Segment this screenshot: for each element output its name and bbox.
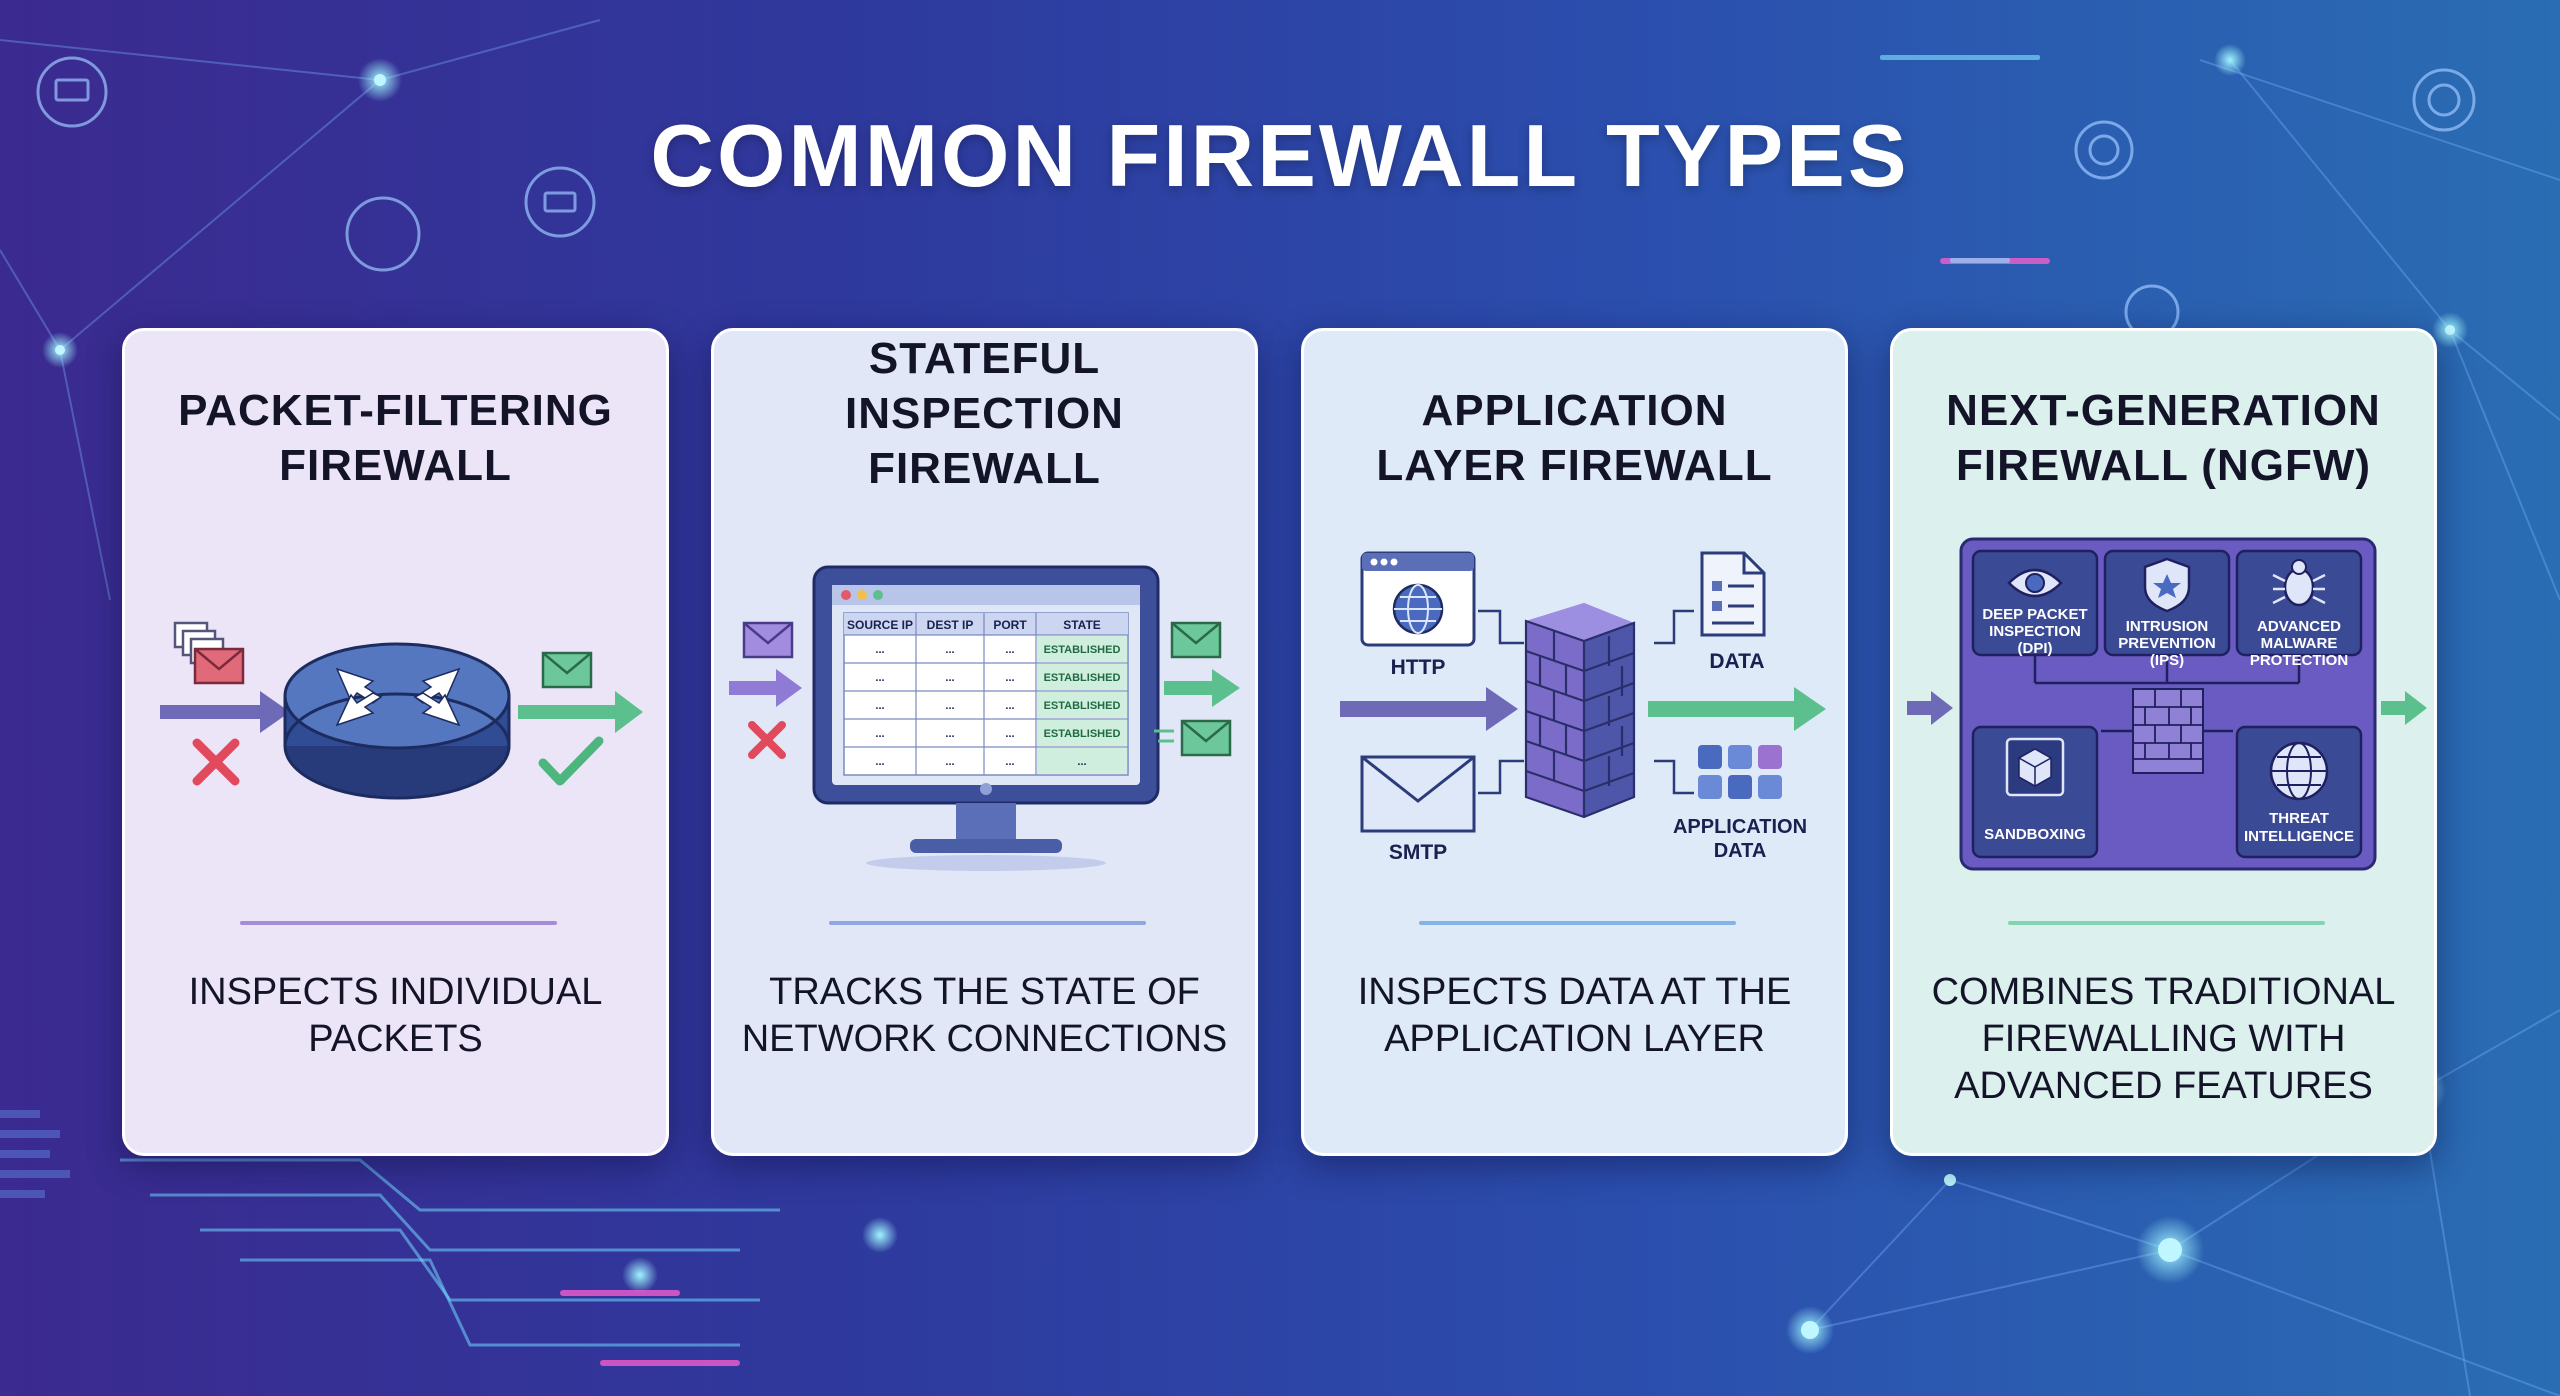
deny-x-icon	[748, 721, 786, 759]
module-ips-label: (IPS)	[2150, 652, 2184, 669]
card-stateful-inspection: STATEFUL INSPECTION FIREWALL	[711, 328, 1258, 1156]
http-label: HTTP	[1391, 656, 1446, 679]
table-cell: ...	[1005, 644, 1014, 656]
smtp-label: SMTP	[1389, 841, 1447, 864]
table-cell: ...	[875, 756, 884, 768]
app-grid-icon	[1698, 745, 1782, 799]
module-sandboxing-label: SANDBOXING	[1984, 826, 2086, 843]
table-header-dest-ip: DEST IP	[927, 618, 974, 632]
card-title: APPLICATION LAYER FIREWALL	[1376, 386, 1773, 490]
module-malware: ADVANCED MALWARE PROTECTION	[2235, 549, 2363, 669]
table-cell: ...	[1005, 700, 1014, 712]
table-cell: ...	[945, 728, 954, 740]
module-threat-label: THREAT	[2269, 810, 2329, 827]
module-ips-label: INTRUSION	[2126, 618, 2209, 635]
shield-icon	[2143, 557, 2191, 613]
page-title: COMMON FIREWALL TYPES	[650, 106, 1910, 205]
module-malware-label: ADVANCED	[2257, 618, 2341, 635]
allow-check-icon	[538, 736, 604, 786]
document-icon	[1700, 551, 1766, 637]
eye-icon	[2007, 568, 2063, 598]
module-malware-label: MALWARE	[2261, 635, 2338, 652]
table-cell: ...	[945, 672, 954, 684]
table-cell: ...	[945, 644, 954, 656]
module-ips: INTRUSION PREVENTION (IPS)	[2103, 549, 2231, 669]
card-title: PACKET-FILTERING FIREWALL	[178, 386, 613, 490]
table-header-port: PORT	[993, 618, 1027, 632]
module-dpi-label: DEEP PACKET	[1982, 606, 2087, 623]
stateful-illustration: SOURCE IP DEST IP PORT STATE ... ... ...…	[729, 565, 1240, 871]
module-dpi-label: INSPECTION	[1989, 623, 2081, 640]
application-layer-illustration: HTTP SMTP	[1340, 551, 1826, 864]
divider	[2008, 921, 2325, 925]
module-dpi-label: (DPI)	[2018, 640, 2053, 657]
table-cell: ...	[875, 700, 884, 712]
table-cell: ...	[875, 728, 884, 740]
envelope-stack-icon	[173, 621, 245, 685]
ngfw-illustration: DEEP PACKET INSPECTION (DPI) INTRUSION P…	[1907, 537, 2427, 871]
card-description: TRACKS THE STATE OF NETWORK CONNECTIONS	[741, 971, 1228, 1060]
divider	[829, 921, 1146, 925]
mail-icon	[1360, 755, 1476, 833]
card-description: COMBINES TRADITIONAL FIREWALLING WITH AD…	[1931, 971, 2396, 1107]
table-cell: ESTABLISHED	[1044, 700, 1121, 712]
browser-icon	[1360, 551, 1476, 647]
table-cell: ...	[1005, 756, 1014, 768]
card-packet-filtering: PACKET-FILTERING FIREWALL	[122, 328, 669, 1156]
card-title: STATEFUL INSPECTION FIREWALL	[845, 334, 1124, 493]
table-cell: ...	[945, 700, 954, 712]
application-data-label: APPLICATION	[1673, 816, 1807, 838]
packet-filtering-illustration	[160, 621, 643, 800]
table-cell: ...	[875, 672, 884, 684]
table-cell: ...	[945, 756, 954, 768]
module-sandboxing: SANDBOXING	[1971, 725, 2099, 859]
card-description: INSPECTS INDIVIDUAL PACKETS	[188, 971, 603, 1060]
table-cell: ...	[1005, 672, 1014, 684]
table-cell: ...	[1077, 756, 1086, 768]
deny-x-icon	[192, 738, 240, 786]
globe-icon	[2269, 741, 2329, 801]
table-cell: ESTABLISHED	[1044, 672, 1121, 684]
router-icon	[283, 642, 511, 800]
module-malware-label: PROTECTION	[2250, 652, 2348, 669]
card-description: INSPECTS DATA AT THE APPLICATION LAYER	[1357, 971, 1792, 1060]
divider	[1419, 921, 1736, 925]
table-cell: ESTABLISHED	[1044, 644, 1121, 656]
state-table: SOURCE IP DEST IP PORT STATE ... ... ...…	[843, 612, 1129, 776]
data-label: DATA	[1709, 650, 1764, 673]
card-application-layer: APPLICATION LAYER FIREWALL HTTP SMTP	[1301, 328, 1848, 1156]
module-threat-intelligence: THREAT INTELLIGENCE	[2235, 725, 2363, 859]
module-dpi: DEEP PACKET INSPECTION (DPI)	[1971, 549, 2099, 657]
module-threat-label: INTELLIGENCE	[2244, 828, 2354, 845]
bug-icon	[2272, 559, 2326, 607]
cube-icon	[2005, 737, 2065, 797]
firewall-wall-icon	[1524, 603, 1636, 819]
divider	[240, 921, 557, 925]
application-data-label: DATA	[1714, 840, 1767, 862]
card-title: NEXT-GENERATION FIREWALL (NGFW)	[1946, 386, 2381, 490]
firewall-wall-icon	[2132, 688, 2204, 774]
table-header-state: STATE	[1063, 618, 1101, 632]
table-cell: ESTABLISHED	[1044, 728, 1121, 740]
table-cell: ...	[875, 644, 884, 656]
table-cell: ...	[1005, 728, 1014, 740]
table-header-source-ip: SOURCE IP	[847, 618, 913, 632]
card-ngfw: NEXT-GENERATION FIREWALL (NGFW)	[1890, 328, 2437, 1156]
module-ips-label: PREVENTION	[2118, 635, 2216, 652]
